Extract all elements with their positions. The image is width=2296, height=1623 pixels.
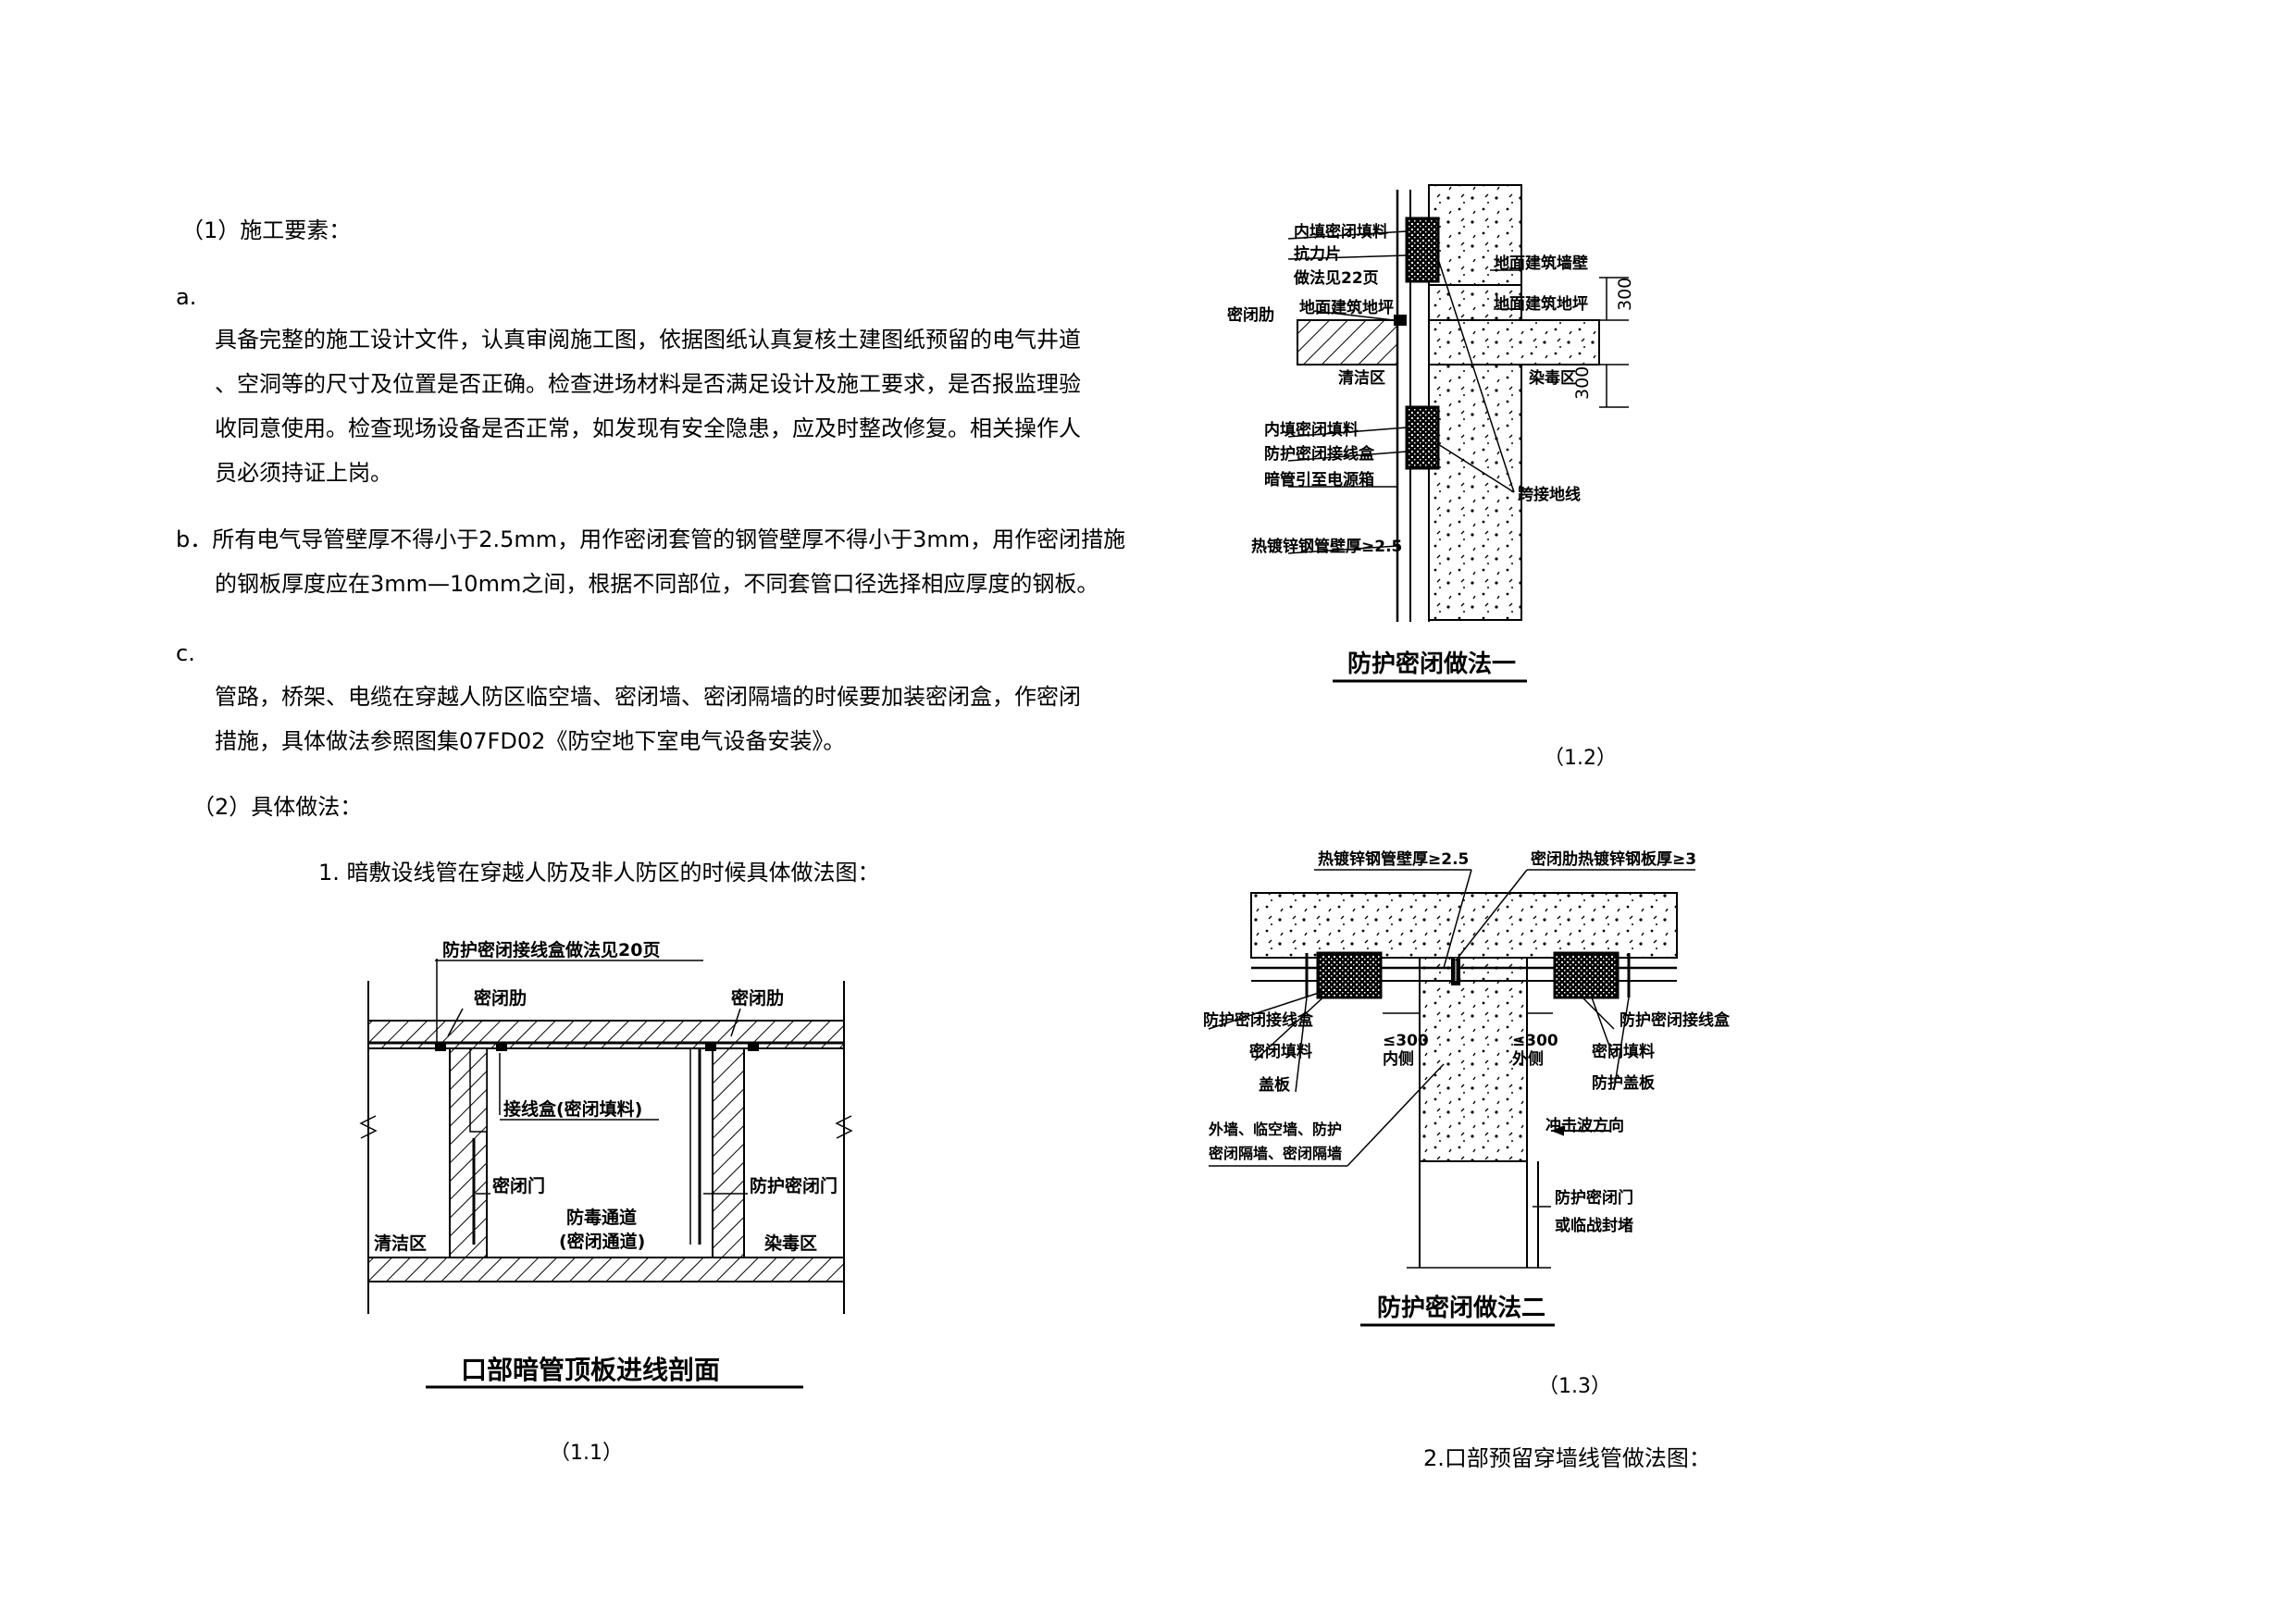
section2-heading: （2）具体做法： bbox=[192, 794, 363, 820]
fig13-label-cover: 盖板 bbox=[1259, 1075, 1291, 1095]
fig13-label-inside: 内侧 bbox=[1383, 1049, 1414, 1069]
fig13-box-left bbox=[1316, 951, 1383, 999]
fig11-label-box-ref: 防护密闭接线盒做法见20页 bbox=[442, 939, 660, 960]
fig11-title: 口部暗管顶板进线剖面 bbox=[461, 1355, 720, 1385]
fig11-label-door: 密闭门 bbox=[492, 1175, 545, 1196]
item-a-line: 具备完整的施工设计文件，认真审阅施工图，依据图纸认真复核土建图纸预留的电气井道 bbox=[215, 327, 1081, 353]
item-b-line: 的钢板厚度应在3mm—10mm之间，根据不同部位，不同套管口径选择相应厚度的钢板… bbox=[215, 571, 1099, 597]
fig11-label-rib-left: 密闭肋 bbox=[474, 987, 527, 1009]
fig11-label-clean: 清洁区 bbox=[374, 1233, 427, 1254]
item-c-label: c. bbox=[176, 640, 195, 666]
wall-right bbox=[712, 1047, 745, 1258]
item-c-line: 管路，桥架、电缆在穿越人防区临空墙、密闭墙、密闭隔墙的时候要加装密闭盒，作密闭 bbox=[215, 684, 1081, 710]
fig11-label-prot-door: 防护密闭门 bbox=[750, 1175, 838, 1196]
fig12-box-top bbox=[1405, 217, 1440, 283]
item-c-line: 措施，具体做法参照图集07FD02《防空地下室电气设备安装》。 bbox=[215, 728, 846, 754]
fig11-label-rib-right: 密闭肋 bbox=[731, 987, 784, 1009]
fig12-dim-upper: 300 bbox=[1615, 278, 1635, 311]
figure-1-2: 300 300 内填密闭填料 抗力片 做法见22页 密闭肋 地面建筑地坪 地面建… bbox=[1227, 184, 1635, 683]
fig13-label-door: 防护密闭门 bbox=[1555, 1188, 1633, 1208]
item-a-label: a. bbox=[176, 284, 197, 310]
fig12-label-fill-bottom: 内填密闭填料 bbox=[1264, 420, 1359, 440]
fig13-label-box-left: 防护密闭接线盒 bbox=[1203, 1010, 1314, 1030]
figure-1-1: 防护密闭接线盒做法见20页 密闭肋 密闭肋 接线盒(密闭填料) 密闭门 防护密闭… bbox=[359, 939, 853, 1389]
item-b-line: b．所有电气导管壁厚不得小于2.5mm，用作密闭套管的钢管壁厚不得小于3mm，用… bbox=[176, 527, 1126, 552]
fig13-label-wall-types: 外墙、临空墙、防护 bbox=[1208, 1121, 1342, 1138]
fig13-label-pipe: 热镀锌钢管壁厚≥2.5 bbox=[1318, 849, 1469, 869]
fig13-label-dim-right: ≤300 bbox=[1512, 1032, 1558, 1050]
fig11-caption: （1.1） bbox=[550, 1442, 623, 1465]
fig11-label-contam: 染毒区 bbox=[764, 1233, 817, 1254]
item-a-line: 收同意使用。检查现场设备是否正常，如发现有安全隐患，应及时整改修复。相关操作人 bbox=[215, 415, 1081, 441]
fig11-label-junction: 接线盒(密闭填料) bbox=[503, 1098, 642, 1120]
fig13-caption: （1.3） bbox=[1538, 1375, 1611, 1398]
fig13-label-wall-types-2: 密闭隔墙、密闭隔墙 bbox=[1208, 1145, 1342, 1162]
item-a-line: 员必须持证上岗。 bbox=[215, 460, 392, 486]
fig12-dim-lower: 300 bbox=[1572, 366, 1593, 400]
fig13-label-fill-left: 密闭填料 bbox=[1249, 1042, 1312, 1061]
wall-left bbox=[449, 1047, 488, 1258]
fig12-caption: （1.2） bbox=[1544, 747, 1617, 770]
fig13-title: 防护密闭做法二 bbox=[1377, 1294, 1545, 1322]
section1-heading: （1）施工要素： bbox=[181, 217, 352, 243]
fig12-label-conduit: 暗管引至电源箱 bbox=[1264, 470, 1374, 489]
fig13-label-plate: 密闭肋热镀锌钢板厚≥3 bbox=[1531, 849, 1696, 869]
fig13-label-fill-right: 密闭填料 bbox=[1592, 1042, 1655, 1061]
fig12-label-wall-right: 地面建筑墙壁 bbox=[1494, 254, 1588, 273]
fig13-ceiling-slab bbox=[1250, 892, 1678, 959]
fig12-label-contam: 染毒区 bbox=[1529, 368, 1576, 388]
figure-1-3: 热镀锌钢管壁厚≥2.5 密闭肋热镀锌钢板厚≥3 防护密闭接线盒 密闭填料 盖板 … bbox=[1203, 849, 1731, 1327]
fig12-label-anchor: 抗力片 bbox=[1294, 244, 1341, 264]
fig13-box-right bbox=[1553, 951, 1620, 999]
fig12-label-clean: 清洁区 bbox=[1338, 368, 1385, 388]
fig12-label-rib: 密闭肋 bbox=[1227, 305, 1274, 325]
fig13-label-dim-left: ≤300 bbox=[1383, 1032, 1429, 1050]
fig11-label-channel-alt: (密闭通道) bbox=[559, 1231, 645, 1252]
fig13-label-blast: 冲击波方向 bbox=[1545, 1116, 1624, 1135]
fig12-floor-left bbox=[1297, 319, 1398, 365]
fig12-label-ref: 做法见22页 bbox=[1293, 268, 1379, 288]
fig13-label-prot-cover: 防护盖板 bbox=[1592, 1073, 1656, 1093]
fig12-label-floor-right: 地面建筑地坪 bbox=[1494, 294, 1588, 314]
fig13-label-outside: 外侧 bbox=[1512, 1049, 1544, 1069]
fig12-label-box: 防护密闭接线盒 bbox=[1264, 444, 1375, 464]
fig13-label-box-right: 防护密闭接线盒 bbox=[1620, 1010, 1731, 1030]
fig12-title: 防护密闭做法一 bbox=[1347, 650, 1516, 678]
fig12-label-floor-left: 地面建筑地坪 bbox=[1299, 298, 1394, 317]
fig12-box-bottom bbox=[1405, 405, 1440, 470]
step2-text: 2.口部预留穿墙线管做法图： bbox=[1423, 1445, 1711, 1471]
fig12-label-fill-top: 内填密闭填料 bbox=[1294, 222, 1388, 242]
fig12-label-pipe: 热镀锌钢管壁厚≥2.5 bbox=[1251, 537, 1402, 556]
fig12-label-ground: 跨接地线 bbox=[1518, 485, 1581, 504]
fig13-label-door-alt: 或临战封堵 bbox=[1555, 1216, 1633, 1235]
fig11-label-channel: 防毒通道 bbox=[566, 1207, 637, 1228]
floor-slab bbox=[367, 1257, 845, 1282]
fig12-floor-right bbox=[1428, 319, 1600, 365]
item-a-line: 、空洞等的尺寸及位置是否正确。检查进场材料是否满足设计及施工要求，是否报监理验 bbox=[215, 371, 1081, 397]
step1-text: 1. 暗敷设线管在穿越人防及非人防区的时候具体做法图： bbox=[318, 860, 880, 886]
fig13-wall bbox=[1419, 957, 1528, 1162]
